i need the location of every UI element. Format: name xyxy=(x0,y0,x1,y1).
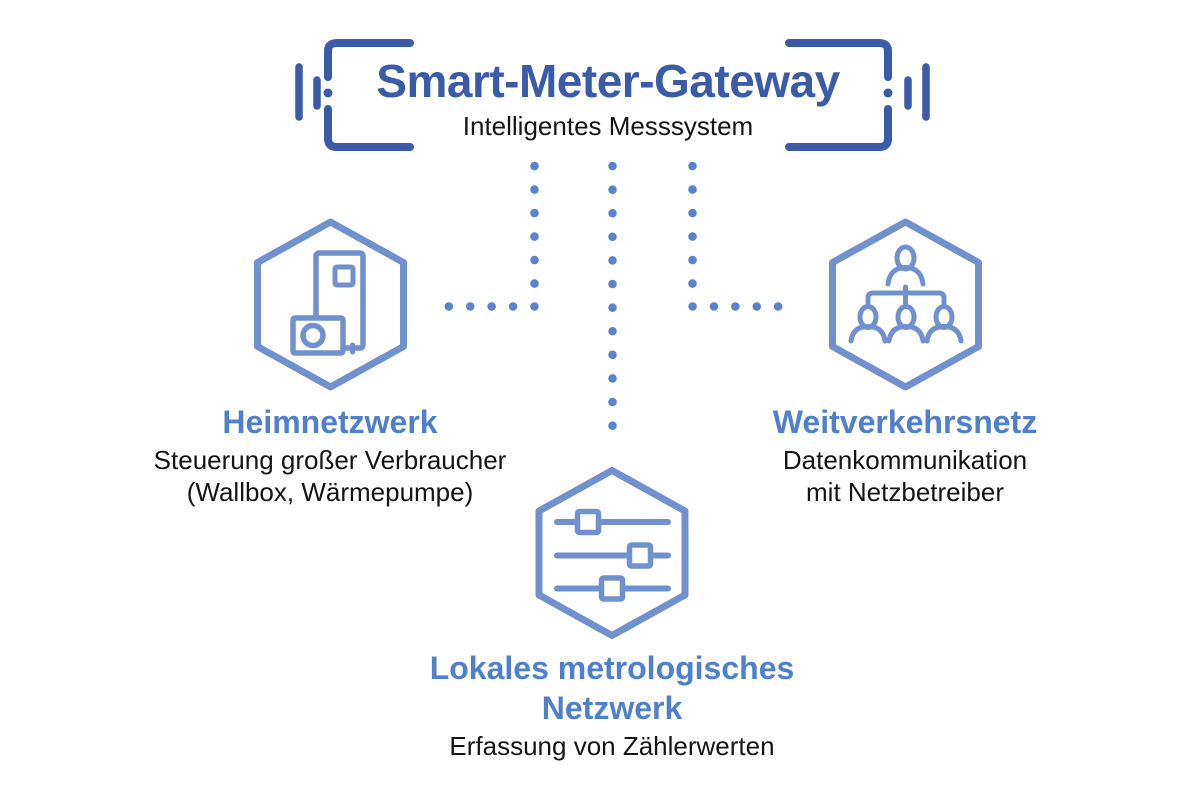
hexagon-lokales-metrologisches-netzwerk xyxy=(535,467,689,639)
page-title: Smart-Meter-Gateway xyxy=(376,55,840,107)
wallbox-heatpump-icon xyxy=(290,250,366,356)
node-description-line: (Wallbox, Wärmepumpe) xyxy=(186,477,474,507)
node-heading-lokales-metrologisches-netzwerk: Lokales metrologisches Netzwerk xyxy=(429,650,795,726)
sliders-icon xyxy=(554,508,671,602)
page-subtitle: Intelligentes Messsystem xyxy=(462,111,754,141)
hexagon-heimnetzwerk xyxy=(254,218,407,391)
node-label-lokales-metrologisches-netzwerk: Lokales metrologisches Netzwerk Erfassun… xyxy=(392,648,832,762)
network-hierarchy-icon xyxy=(848,244,964,344)
node-description-line: Erfassung von Zählerwerten xyxy=(449,731,775,761)
node-label-weitverkehrsnetz: Weitverkehrsnetz Datenkommunikation mit … xyxy=(655,402,1155,508)
hexagon-weitverkehrsnetz xyxy=(829,218,982,391)
node-description-line: mit Netzbetreiber xyxy=(806,477,1004,507)
left-bracket-icon xyxy=(295,39,414,151)
node-heading-heimnetzwerk: Heimnetzwerk xyxy=(222,404,438,440)
title-block: Smart-Meter-Gateway Intelligentes Messsy… xyxy=(308,57,908,141)
node-description-line: Steuerung großer Verbraucher xyxy=(153,445,507,475)
dotted-connectors xyxy=(423,161,804,454)
node-heading-weitverkehrsnetz: Weitverkehrsnetz xyxy=(772,404,1038,440)
title-frame xyxy=(295,39,930,151)
right-bracket-icon xyxy=(785,39,930,151)
node-label-heimnetzwerk: Heimnetzwerk Steuerung großer Verbrauche… xyxy=(80,402,580,508)
node-description-line: Datenkommunikation xyxy=(782,445,1028,475)
